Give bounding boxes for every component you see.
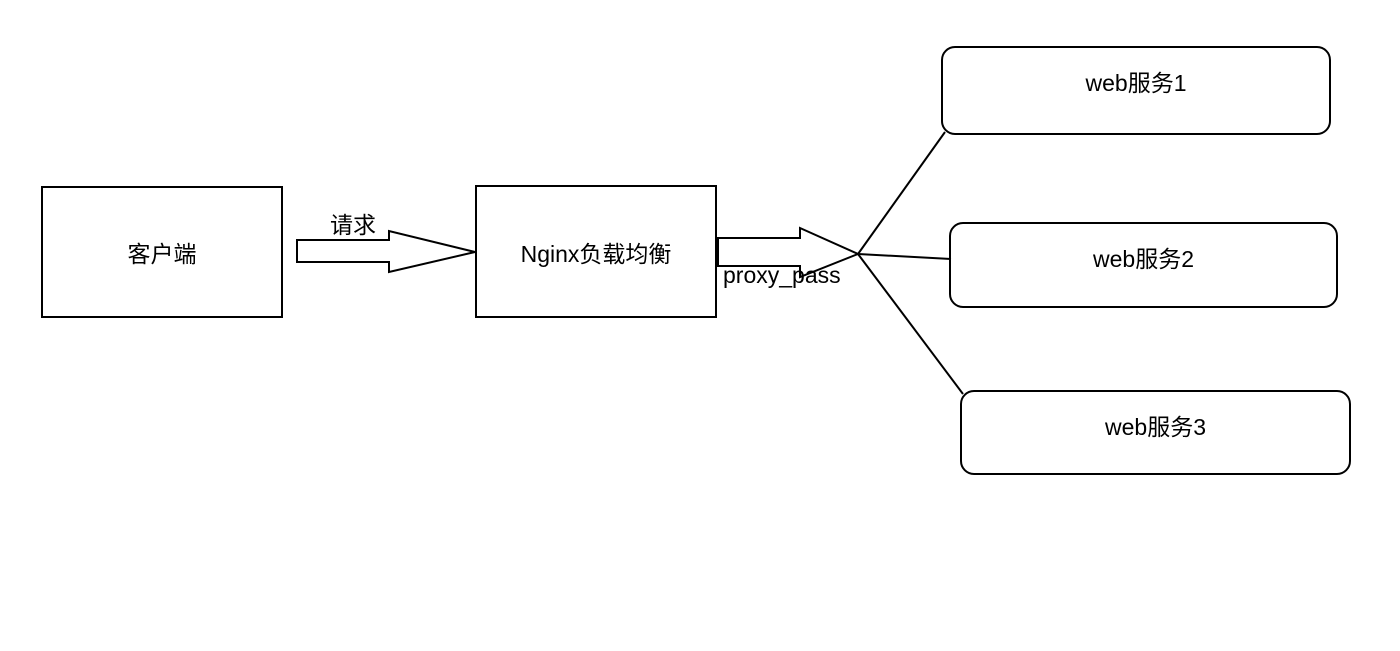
connector-to-web3	[857, 253, 964, 395]
connector-to-web1	[857, 131, 946, 255]
node-client-label: 客户端	[127, 241, 197, 267]
node-nginx-label: Nginx负载均衡	[520, 240, 672, 267]
edge-label-request: 请求	[330, 212, 376, 238]
node-web-service-3[interactable]: web服务3	[960, 390, 1351, 475]
proxy-pass-arrow	[717, 226, 861, 279]
edge-label-proxy-pass: proxy_pass	[723, 262, 841, 288]
node-client[interactable]: 客户端	[41, 186, 283, 318]
node-web-service-2-label: web服务2	[1093, 246, 1194, 272]
node-web-service-1-label: web服务1	[1085, 70, 1187, 96]
node-nginx[interactable]: Nginx负载均衡	[475, 185, 717, 318]
node-web-service-2[interactable]: web服务2	[949, 222, 1338, 308]
connector-to-web2	[857, 253, 952, 260]
request-arrow	[296, 229, 476, 274]
node-web-service-3-label: web服务3	[1105, 414, 1206, 440]
node-web-service-1[interactable]: web服务1	[941, 46, 1331, 135]
